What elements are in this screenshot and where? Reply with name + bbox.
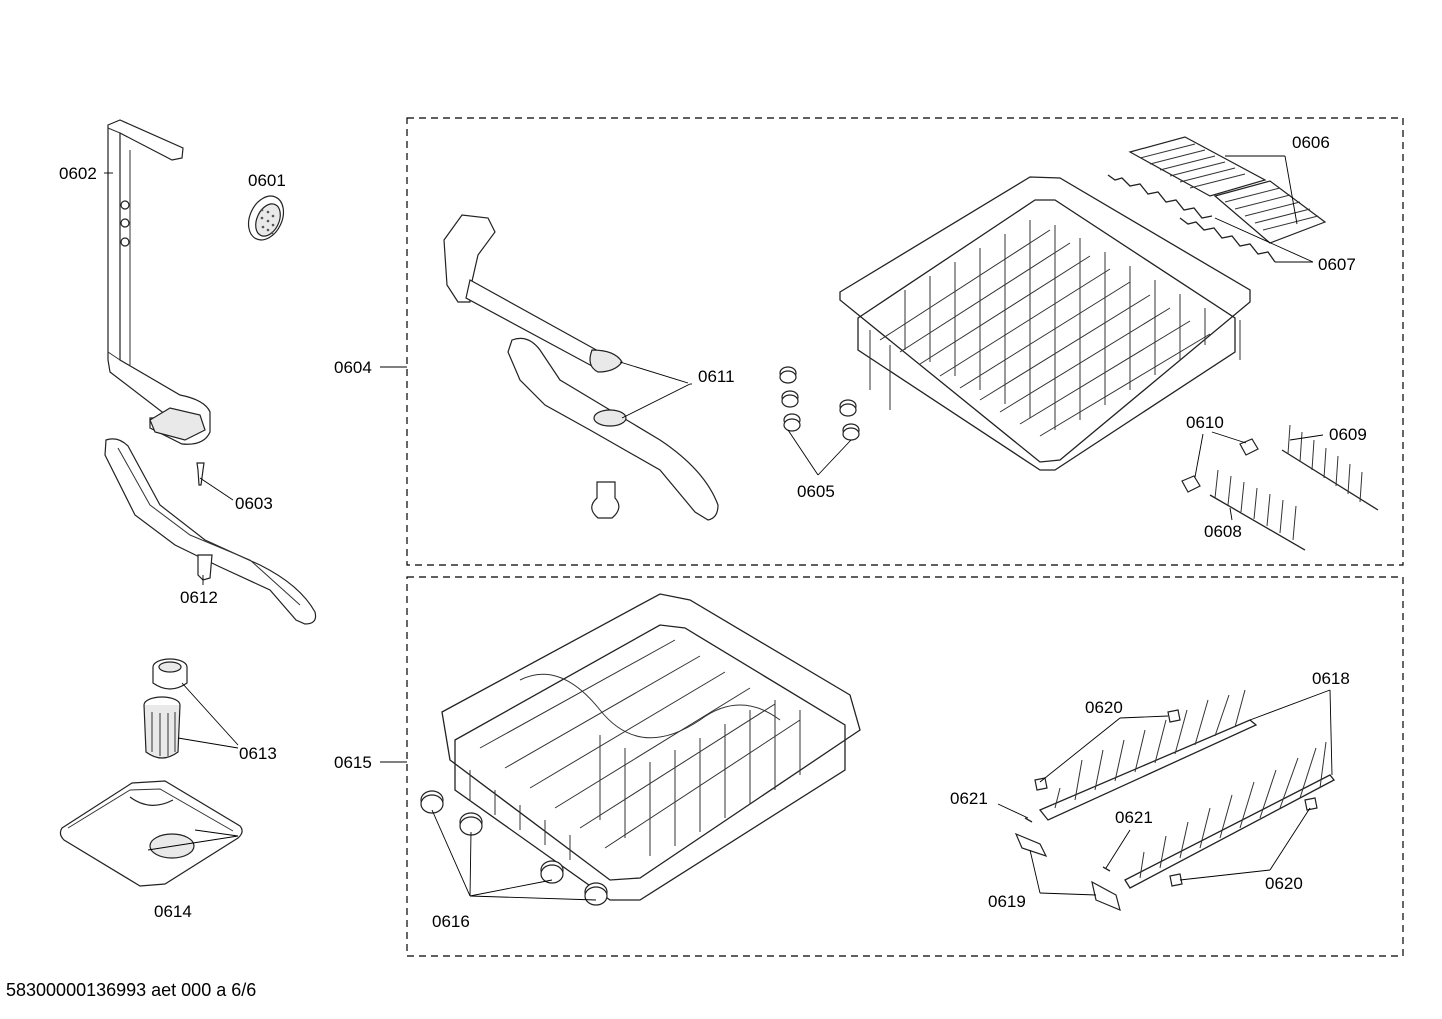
label-0612: 0612 bbox=[180, 588, 218, 607]
label-0618: 0618 bbox=[1312, 669, 1350, 688]
drawing-reference-footer: 58300000136993 aet 000 a 6/6 bbox=[6, 980, 257, 1000]
filter-plate-0614 bbox=[59, 780, 243, 887]
spray-pipe-0602 bbox=[107, 119, 211, 445]
label-0609: 0609 bbox=[1329, 425, 1367, 444]
spray-arm-0612 bbox=[104, 438, 317, 625]
label-0614: 0614 bbox=[154, 902, 192, 921]
cup-racks-0606 bbox=[1128, 136, 1327, 244]
label-0619: 0619 bbox=[988, 892, 1026, 911]
leader-lines bbox=[104, 155, 1333, 901]
label-0610: 0610 bbox=[1186, 413, 1224, 432]
label-0603: 0603 bbox=[235, 494, 273, 513]
pins-0621 bbox=[1024, 817, 1111, 872]
filter-0613 bbox=[143, 658, 188, 759]
upper-spray-arm-0611 bbox=[443, 214, 719, 521]
upper-basket bbox=[839, 176, 1251, 471]
cup-supports-0607 bbox=[1107, 174, 1276, 263]
label-0613: 0613 bbox=[239, 744, 277, 763]
label-0620-top: 0620 bbox=[1085, 698, 1123, 717]
label-0615: 0615 bbox=[334, 753, 372, 772]
label-0611: 0611 bbox=[698, 367, 735, 386]
rollers-0605 bbox=[779, 366, 860, 441]
tine-row-0609 bbox=[1281, 424, 1379, 511]
label-0607: 0607 bbox=[1318, 255, 1356, 274]
screw-0603 bbox=[196, 462, 205, 486]
tine-row-0608 bbox=[1209, 469, 1306, 551]
rollers-0616 bbox=[420, 790, 608, 906]
clips-0610 bbox=[1181, 438, 1259, 493]
upper-rack-group-box bbox=[406, 117, 1404, 566]
clips-0619 bbox=[1014, 832, 1121, 912]
label-0601: 0601 bbox=[248, 171, 286, 190]
label-0602: 0602 bbox=[59, 164, 97, 183]
filter-disc-0601 bbox=[247, 195, 285, 241]
clips-0620 bbox=[1034, 709, 1318, 887]
label-0608: 0608 bbox=[1204, 522, 1242, 541]
label-0616: 0616 bbox=[432, 912, 470, 931]
label-0605: 0605 bbox=[797, 482, 835, 501]
lower-rack-group-box bbox=[406, 576, 1404, 957]
label-0620-bottom: 0620 bbox=[1265, 874, 1303, 893]
tine-rows-0618 bbox=[1038, 689, 1335, 889]
label-0621-right: 0621 bbox=[1115, 808, 1153, 827]
label-0604: 0604 bbox=[334, 358, 372, 377]
label-0606: 0606 bbox=[1292, 133, 1330, 152]
label-0621-left: 0621 bbox=[950, 789, 988, 808]
lower-basket bbox=[441, 593, 861, 901]
